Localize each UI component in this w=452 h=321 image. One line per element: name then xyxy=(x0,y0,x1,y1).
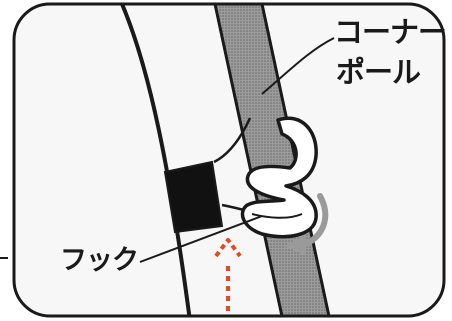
hook-label: フック xyxy=(60,245,139,276)
frame-border xyxy=(12,2,446,318)
lift-arrow-head xyxy=(214,238,242,258)
pole-leader-line xyxy=(261,37,335,95)
frame-background xyxy=(14,4,444,316)
corner-pole-label-line1: コーナー xyxy=(334,15,447,49)
rotation-arrow xyxy=(303,193,329,247)
seat-edge-curve xyxy=(120,4,192,316)
hook-leader-line xyxy=(139,215,263,263)
buckle-clip xyxy=(163,160,224,234)
corner-pole-label-line2: ポール xyxy=(336,55,421,89)
hook-inner-line xyxy=(251,213,303,219)
rotation-arrowhead xyxy=(284,234,306,256)
strap-upper-line xyxy=(213,117,252,164)
